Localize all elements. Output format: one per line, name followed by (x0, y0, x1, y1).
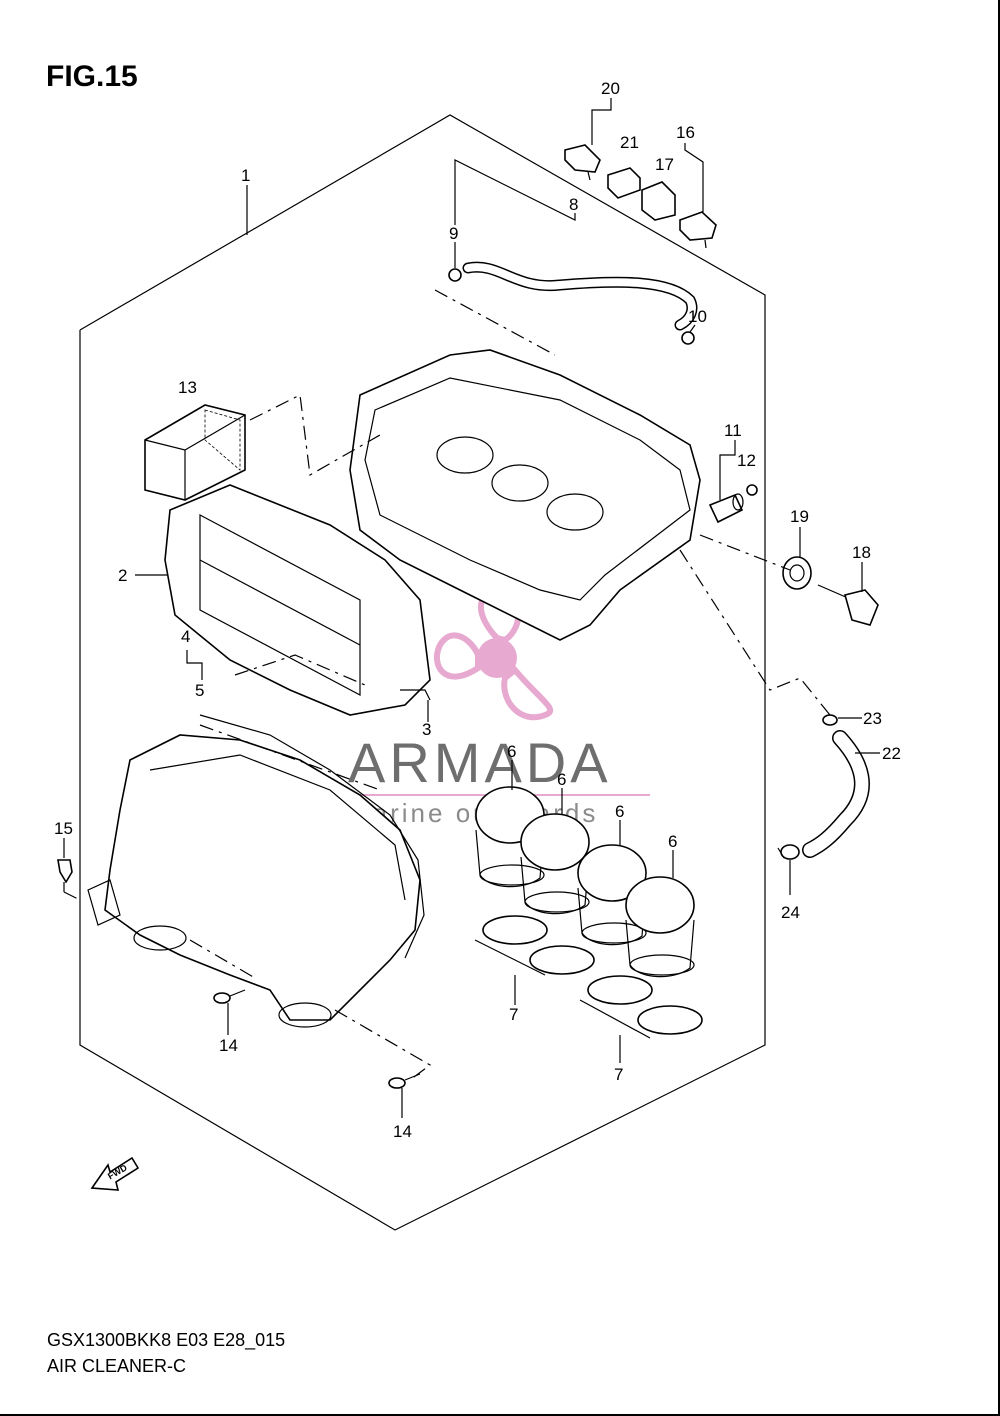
callout-5: 5 (195, 681, 204, 700)
part-17-sensor (641, 181, 676, 221)
callout-24: 24 (781, 903, 800, 922)
assembly-line-14-lower (334, 1009, 432, 1081)
callout-6a: 6 (507, 742, 516, 761)
assembly-line-15 (63, 891, 81, 901)
callout-3: 3 (422, 720, 431, 739)
leader-10 (689, 324, 696, 333)
part-9-clip (448, 268, 462, 282)
callout-21: 21 (620, 133, 639, 152)
part-20-connector (564, 144, 601, 181)
callout-18: 18 (852, 543, 871, 562)
assembly-name: AIR CLEANER-C (47, 1356, 187, 1376)
callout-16: 16 (676, 123, 695, 142)
part-19-grommet (782, 556, 812, 590)
leader-11-12 (719, 440, 736, 500)
part-18-valve (817, 584, 879, 626)
callout-22: 22 (882, 744, 901, 763)
callout-8: 8 (569, 195, 578, 214)
part-14-screw-upper (213, 989, 246, 1004)
callout-14a: 14 (219, 1036, 238, 1055)
callout-7a: 7 (509, 1005, 518, 1024)
callout-2: 2 (118, 566, 127, 585)
part-11-tube (708, 493, 744, 524)
part-13-sponge (144, 404, 246, 501)
leader-4-5 (186, 650, 203, 680)
part-23-clip (822, 714, 838, 726)
model-code: GSX1300BKK8 E03 E28_015 (47, 1330, 286, 1350)
part-3-drain-tube (400, 689, 431, 701)
callout-11: 11 (724, 421, 742, 440)
figure-title: FIG.15 (46, 60, 138, 93)
leader-16-17 (684, 143, 704, 212)
assembly-line-4 (199, 724, 381, 791)
callout-6c: 6 (615, 802, 624, 821)
callout-19: 19 (790, 507, 809, 526)
part-7-clamps (474, 915, 703, 1039)
callout-20: 20 (601, 79, 620, 98)
callout-15: 15 (54, 819, 73, 838)
part-12-clip (746, 484, 758, 496)
watermark-brand: ARMADA (348, 731, 612, 794)
callout-14b: 14 (393, 1122, 412, 1141)
assembly-line-22 (679, 549, 831, 716)
callout-13: 13 (178, 378, 197, 397)
assembly-line-19 (699, 534, 791, 571)
part-4-lower-case (87, 734, 421, 1028)
fwd-direction-marker: FWD (90, 1156, 140, 1191)
callout-4: 4 (181, 627, 190, 646)
assembly-line-hose (434, 289, 556, 356)
part-6-outlet-tubes (475, 786, 695, 978)
part-22-drain-hose-core (803, 731, 869, 857)
part-16-connector (679, 211, 717, 249)
assembly-line-2 (234, 654, 366, 686)
callout-17: 17 (655, 155, 674, 174)
assembly-line-13 (249, 394, 381, 476)
callout-9: 9 (449, 224, 458, 243)
part-1-upper-case (349, 349, 701, 641)
callout-12: 12 (737, 451, 756, 470)
part-15-clip (57, 859, 73, 892)
part-5-seal-ring (199, 714, 425, 959)
exploded-parts-diagram: ARMADA marine outboards (54, 79, 901, 1231)
part-2-filter-element (164, 484, 431, 716)
callout-6b: 6 (557, 770, 566, 789)
callout-7b: 7 (614, 1065, 623, 1084)
assembly-line-14-upper (189, 939, 256, 979)
part-14-screw-lower (388, 1073, 421, 1089)
callout-23: 23 (863, 709, 882, 728)
part-8-breather-hose-core (464, 263, 696, 329)
callout-6d: 6 (668, 832, 677, 851)
callout-10: 10 (688, 307, 707, 326)
callout-1: 1 (241, 166, 250, 185)
assembly-boundary (79, 114, 766, 1231)
part-10-clip (681, 331, 695, 345)
leader-8 (454, 159, 576, 225)
part-21-sensor (607, 167, 641, 199)
leader-20-21 (591, 98, 612, 145)
part-24-hose-clip (777, 844, 800, 860)
